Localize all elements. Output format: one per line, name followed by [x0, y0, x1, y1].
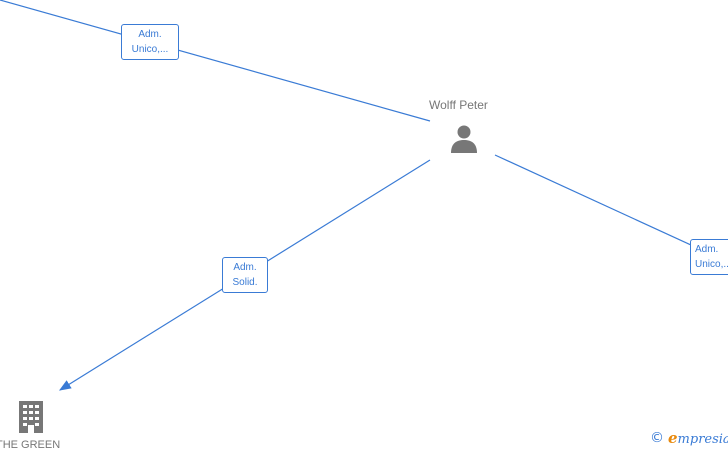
- empresia-watermark: © empresia: [650, 428, 728, 448]
- edge-label-line1: Adm.: [138, 29, 162, 40]
- brand-rest: mpresia: [677, 432, 728, 447]
- person-icon-glyph: [451, 125, 477, 153]
- building-icon-glyph: [19, 401, 43, 433]
- brand-logo: empresia: [668, 429, 728, 447]
- edge-line-top-left: [0, 0, 431, 122]
- edge-label-line1: Adm.: [695, 244, 719, 255]
- edge-label-right[interactable]: Adm. Unico,...: [690, 239, 728, 275]
- edge-label-bottom-left[interactable]: Adm. Solid.: [222, 257, 268, 293]
- edge-label-line2: Unico,...: [131, 44, 169, 55]
- brand-initial: e: [668, 429, 678, 447]
- company-name[interactable]: THE GREEN: [0, 439, 61, 450]
- copyright-symbol: ©: [650, 430, 664, 446]
- edge-line-right: [494, 154, 728, 263]
- edge-label-top-left[interactable]: Adm. Unico,...: [121, 24, 179, 60]
- person-icon[interactable]: [449, 123, 479, 153]
- person-name[interactable]: Wolff Peter: [429, 98, 488, 112]
- edge-label-line1: Adm.: [233, 262, 257, 273]
- building-icon[interactable]: [17, 401, 45, 433]
- edge-label-line2: Solid.: [232, 277, 258, 288]
- edge-label-line2: Unico,...: [695, 259, 728, 270]
